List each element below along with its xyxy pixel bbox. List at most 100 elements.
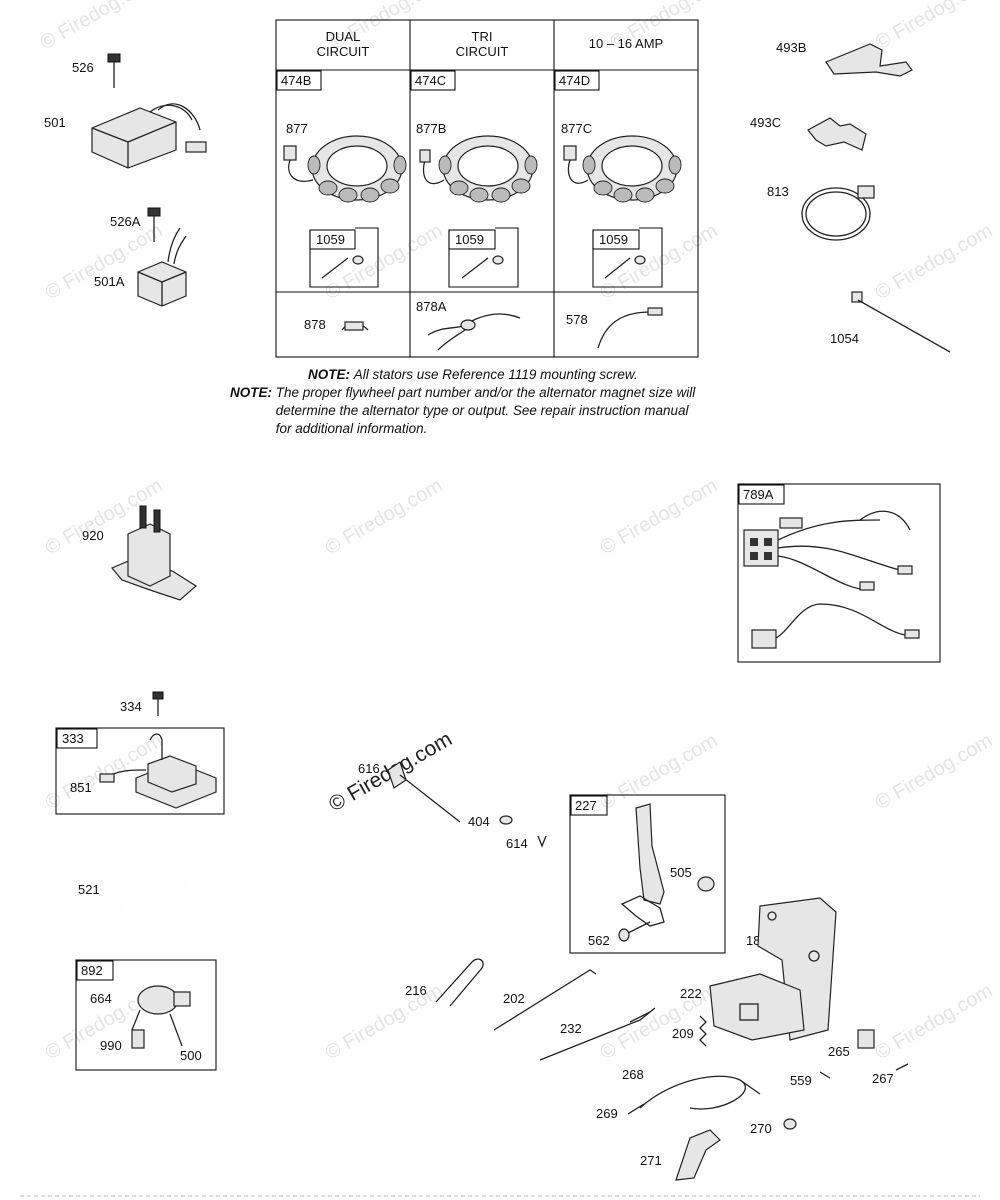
label-500: 500 <box>180 1048 202 1063</box>
label-404: 404 <box>468 814 490 829</box>
label-614: 614 <box>506 836 528 851</box>
label-578: 578 <box>566 312 588 327</box>
label-270: 270 <box>750 1121 772 1136</box>
part-614: 614 <box>506 835 547 851</box>
part-789A: 789A <box>737 483 941 663</box>
label-216: 216 <box>405 983 427 998</box>
part-216: 216 <box>405 958 484 1007</box>
label-878: 878 <box>304 317 326 332</box>
part-501A: 501A <box>94 227 187 307</box>
harness-789A-frame <box>737 483 941 663</box>
part-269: 269 <box>596 1103 645 1121</box>
keyswitch-892-frame <box>75 959 217 1071</box>
hardware-box-1059-a: 1059 <box>309 227 379 288</box>
stator-table: DUAL CIRCUIT TRI CIRCUIT 10 – 16 AMP 474… <box>275 19 699 358</box>
part-188: 188 <box>746 897 837 1041</box>
watermark: © Firedog.com <box>322 980 447 1065</box>
ref-474D: 474D <box>559 73 590 88</box>
note-1: NOTE: All stators use Reference 1119 mou… <box>230 366 750 384</box>
note-key: NOTE: <box>230 385 272 400</box>
ref-474C: 474C <box>415 73 446 88</box>
wire-878: 878 <box>304 317 369 332</box>
watermark: © Firedog.com <box>322 475 447 560</box>
label-877B: 877B <box>416 121 446 136</box>
watermark: © Firedog.com <box>872 0 997 54</box>
label-616: 616 <box>358 761 380 776</box>
watermark: © Firedog.com <box>872 220 997 305</box>
label-501: 501 <box>44 115 66 130</box>
lever-227-frame <box>569 794 726 954</box>
part-1054: 1054 <box>830 291 951 353</box>
part-271: 271 <box>640 1129 721 1181</box>
stator-ring-877B: 877B <box>416 121 538 203</box>
coil-333-frame <box>55 727 225 815</box>
label-202: 202 <box>503 991 525 1006</box>
watermark: © Firedog.com <box>597 475 722 560</box>
label-877: 877 <box>286 121 308 136</box>
label-892: 892 <box>81 963 103 978</box>
stator-ring-877C: 877C <box>561 121 682 203</box>
label-789A: 789A <box>743 487 774 502</box>
part-559: 559 <box>790 1071 831 1088</box>
label-559: 559 <box>790 1073 812 1088</box>
label-1054: 1054 <box>830 331 859 346</box>
watermark: © Firedog.com <box>872 730 997 815</box>
part-501: 501 <box>44 103 207 169</box>
part-222: 222 <box>680 973 805 1041</box>
part-493B: 493B <box>776 40 913 77</box>
part-265: 265 <box>828 1029 875 1059</box>
label-334: 334 <box>120 699 142 714</box>
label-267: 267 <box>872 1071 894 1086</box>
label-222: 222 <box>680 986 702 1001</box>
header-dual-line1: DUAL <box>326 29 361 44</box>
label-209: 209 <box>672 1026 694 1041</box>
stator-table-frame <box>275 19 699 358</box>
hardware-box-1059-b: 1059 <box>448 227 519 288</box>
watermark: © Firedog.com <box>597 980 722 1065</box>
note-2: NOTE: The proper flywheel part number an… <box>230 384 750 438</box>
label-333: 333 <box>62 731 84 746</box>
part-920: 920 <box>82 505 197 601</box>
label-1059: 1059 <box>316 232 345 247</box>
label-526A: 526A <box>110 214 141 229</box>
label-269: 269 <box>596 1106 618 1121</box>
label-920: 920 <box>82 528 104 543</box>
part-270: 270 <box>750 1118 797 1136</box>
ref-474B: 474B <box>281 73 311 88</box>
note-2-line3: for additional information. <box>275 421 428 436</box>
label-813: 813 <box>767 184 789 199</box>
notes-block: NOTE: All stators use Reference 1119 mou… <box>230 366 750 438</box>
part-209: 209 <box>672 1015 707 1047</box>
note-2-text: The proper flywheel part number and/or t… <box>276 384 695 438</box>
part-268: 268 <box>622 1067 761 1110</box>
header-amp: 10 – 16 AMP <box>589 36 663 51</box>
note-1-text: All stators use Reference 1119 mounting … <box>353 367 638 382</box>
label-877C: 877C <box>561 121 592 136</box>
stator-ring-877: 877 <box>283 121 407 203</box>
note-2-line1: The proper flywheel part number and/or t… <box>275 385 696 400</box>
label-501A: 501A <box>94 274 125 289</box>
label-562: 562 <box>588 933 610 948</box>
label-664: 664 <box>90 991 112 1006</box>
label-526: 526 <box>72 60 94 75</box>
hardware-box-1059-c: 1059 <box>592 227 663 288</box>
part-227: 227 505 562 <box>569 794 726 954</box>
wire-578: 578 <box>566 307 663 349</box>
label-878A: 878A <box>416 299 447 314</box>
part-333: 333 851 <box>55 727 225 815</box>
part-334: 334 <box>120 691 164 716</box>
label-1059: 1059 <box>599 232 628 247</box>
part-526: 526 <box>72 53 121 88</box>
label-265: 265 <box>828 1044 850 1059</box>
part-493C: 493C <box>750 115 867 151</box>
watermark: © Firedog.com <box>872 980 997 1065</box>
part-521: 521 <box>78 880 187 912</box>
label-851: 851 <box>70 780 92 795</box>
note-2-line2: determine the alternator type or output.… <box>275 403 689 418</box>
label-227: 227 <box>575 798 597 813</box>
part-526A: 526A <box>110 207 161 242</box>
label-268: 268 <box>622 1067 644 1082</box>
label-493B: 493B <box>776 40 806 55</box>
part-813: 813 <box>767 184 875 241</box>
